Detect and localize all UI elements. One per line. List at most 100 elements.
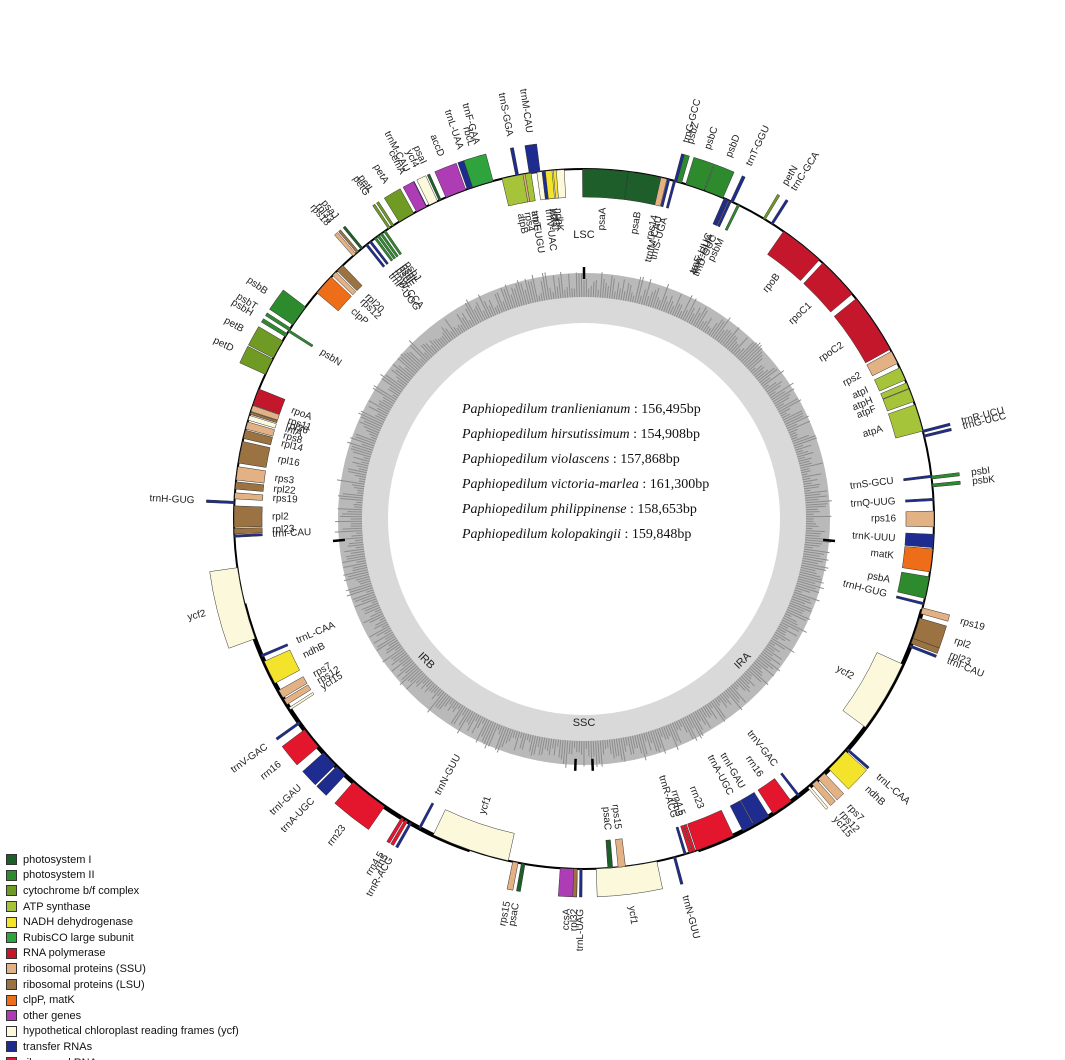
legend-label: clpP, matK — [23, 994, 75, 1007]
gene-label: trnL-UAG — [575, 909, 586, 952]
gene-psbh — [261, 318, 288, 337]
gene-trnw-cca — [369, 240, 389, 265]
species-entry: Paphiopedilum kolopakingii : 159,848bp — [462, 527, 691, 543]
gene-trna-ugc — [316, 766, 346, 796]
gene-label: ndhK — [552, 208, 565, 233]
gene-label: petB — [222, 315, 246, 335]
legend-swatch — [6, 885, 17, 897]
species-name: Paphiopedilum philippinense — [462, 502, 630, 517]
gene-label: psaA — [596, 207, 608, 231]
gene-trnfm-cau — [660, 178, 671, 208]
gene-label: rbcL — [460, 125, 476, 147]
legend-item: hypothetical chloroplast reading frames … — [6, 1024, 239, 1040]
gene-petd — [239, 345, 274, 375]
legend-label: photosystem II — [23, 869, 95, 882]
gene-psbc — [685, 157, 715, 191]
gene-rps12 — [811, 779, 836, 806]
legend-label: ATP synthase — [23, 900, 91, 913]
species-length: : 156,495bp — [633, 402, 701, 417]
gene-label: trnQ-UUG — [850, 496, 896, 510]
gene-label: ccsA — [561, 908, 573, 930]
gene-label: trnN-GUU — [679, 894, 701, 940]
gene-rrn16 — [281, 729, 319, 766]
legend-item: ribosomal RNAs — [6, 1055, 239, 1060]
gene-label: petD — [211, 335, 235, 354]
gene-label: psbA — [866, 570, 891, 585]
gene-rps2 — [866, 351, 898, 377]
gene-label: trnV-UAC — [543, 208, 559, 251]
gene-label: ycf1 — [477, 795, 494, 816]
gene-label: rrn23 — [687, 785, 706, 811]
gene-label: rpl16 — [277, 454, 301, 469]
gene-label: atpE — [529, 210, 543, 232]
gene-trni-cau — [234, 533, 263, 538]
gene-label: rpl14 — [280, 438, 305, 454]
legend-item: photosystem I — [6, 852, 239, 868]
gene-rrn5 — [680, 825, 693, 854]
gene-rps14 — [654, 177, 668, 207]
gene-label: trnH-GUG — [149, 493, 195, 506]
gene-trnv-gac — [780, 772, 800, 797]
legend-item: RNA polymerase — [6, 946, 239, 962]
gene-label: trnL-CAA — [295, 620, 337, 646]
boundary-mark-lsc-irb — [332, 538, 346, 543]
gene-trnp-ugg — [365, 243, 386, 268]
gene-label: rrn23 — [325, 823, 348, 849]
legend-swatch — [6, 1025, 17, 1037]
gene-ycf2 — [209, 567, 256, 649]
gene-trnn-guu — [418, 802, 435, 829]
region-boundaries — [332, 267, 836, 771]
gene-rps15 — [506, 861, 519, 891]
gene-label: trnM-CAU — [517, 88, 534, 134]
gene-trnn-guu — [673, 856, 684, 885]
gene-label: rpoB — [761, 271, 783, 295]
gene-label: rps3 — [274, 473, 295, 487]
gene-rbcl — [463, 153, 494, 188]
gene-atpb — [501, 174, 529, 207]
gene-ycf15 — [807, 785, 829, 810]
gene-peta — [383, 188, 415, 223]
species-entry: Paphiopedilum tranlienianum : 156,495bp — [462, 402, 701, 418]
gene-rps12 — [332, 271, 357, 296]
gene-trnr-ucu — [922, 422, 951, 433]
gene-trnq-uug — [905, 497, 934, 503]
gene-psbm — [724, 204, 740, 231]
species-length: : 157,868bp — [612, 452, 680, 467]
legend-label: ribosomal proteins (LSU) — [23, 978, 145, 991]
gene-rpl16 — [238, 441, 271, 468]
legend-label: NADH dehydrogenase — [23, 916, 134, 929]
gene-label: rrn16 — [258, 759, 283, 782]
species-entry: Paphiopedilum violascens : 157,868bp — [462, 452, 680, 468]
gene-rpl33 — [338, 229, 359, 254]
gene-psbl — [379, 232, 399, 258]
legend-item: other genes — [6, 1008, 239, 1024]
gene-label: trnI-CAU — [272, 527, 311, 540]
gene-label: psaC — [507, 902, 522, 927]
gene-trnh-gug — [206, 499, 235, 504]
gene-label: ycf1 — [626, 905, 639, 925]
legend-item: ribosomal proteins (LSU) — [6, 977, 239, 993]
gene-petg — [372, 203, 391, 230]
gene-psaa — [582, 168, 629, 200]
gene-label: rps16 — [871, 514, 896, 525]
gene-label: rps4 — [522, 211, 536, 233]
species-entry: Paphiopedilum hirsutissimum : 154,908bp — [462, 427, 700, 443]
gene-label: rpoC2 — [817, 340, 846, 365]
gene-label: ndhJ — [547, 208, 560, 231]
gene-cema — [402, 181, 427, 213]
legend-label: RNA polymerase — [23, 947, 106, 960]
gene-rps19 — [234, 492, 264, 501]
gene-atpi — [874, 367, 906, 392]
gene-label: trnS-GGA — [496, 92, 515, 138]
species-length: : 158,653bp — [629, 502, 697, 517]
gene-rpl22 — [235, 481, 265, 492]
gene-rpl20 — [336, 264, 363, 292]
legend-label: cytochrome b/f complex — [23, 884, 140, 897]
gene-trni-gau — [302, 752, 336, 786]
gene-trng-ucc — [923, 427, 952, 438]
gene-rps7 — [817, 772, 845, 801]
region-label-lsc: LSC — [573, 229, 594, 241]
gene-ndhj — [545, 170, 555, 200]
legend-swatch — [6, 963, 17, 975]
